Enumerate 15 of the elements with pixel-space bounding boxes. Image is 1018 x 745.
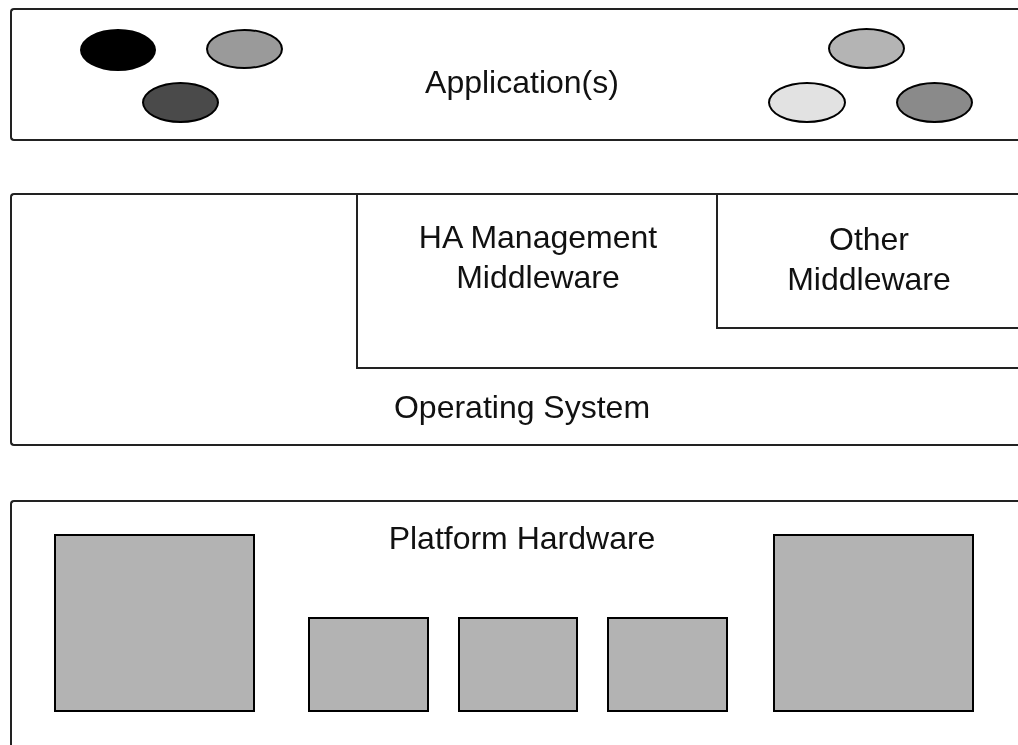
layer-label: Operating System [392,388,652,427]
hardware-block [458,617,578,712]
middleware-box [716,193,1018,329]
layer-band [10,193,1018,446]
hardware-block [773,534,974,712]
layer-label: Application(s) [424,63,620,102]
layer-band [10,8,1018,141]
hardware-block [607,617,728,712]
layer-label: HA Management Middleware [417,218,659,297]
layer-label: Other Middleware [786,220,952,299]
layer-band [10,500,1018,745]
hardware-block [308,617,429,712]
middleware-box [356,193,1018,369]
hardware-block [54,534,255,712]
layer-label: Platform Hardware [387,519,657,558]
